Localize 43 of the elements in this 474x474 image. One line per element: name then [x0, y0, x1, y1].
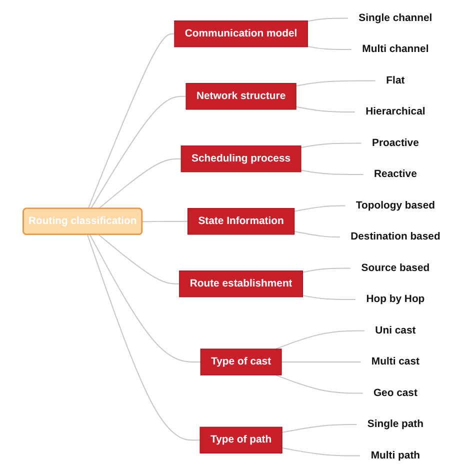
connector — [294, 205, 346, 212]
node-box: Type of cast — [200, 348, 282, 376]
connector — [275, 374, 364, 394]
node-text: Destination based — [350, 231, 440, 242]
connector — [300, 142, 362, 148]
node-text: Flat — [386, 74, 405, 86]
connector — [294, 230, 341, 238]
node-box: State Information — [187, 208, 295, 235]
connector — [296, 80, 376, 86]
node-text: Reactive — [374, 168, 417, 180]
connector — [98, 234, 180, 284]
node-text: Multi channel — [362, 44, 429, 55]
connector — [302, 268, 352, 273]
node-box: Network structure — [186, 83, 296, 110]
connector — [142, 220, 188, 222]
connector — [98, 158, 182, 210]
connector — [86, 234, 201, 441]
connector — [296, 106, 356, 112]
node-text: Single channel — [358, 12, 432, 24]
node-text: Topology based — [356, 200, 435, 211]
node-box: Route establishment — [179, 270, 304, 298]
connector — [300, 170, 364, 175]
connector — [90, 96, 187, 210]
node-text: Geo cast — [373, 387, 418, 398]
connector — [282, 447, 361, 456]
node-text: Uni cast — [375, 324, 416, 336]
connector — [307, 46, 352, 50]
node-box: Communication model — [174, 20, 308, 48]
node-text: Multi path — [370, 450, 420, 461]
connector — [88, 33, 175, 210]
connector — [307, 18, 349, 22]
node-text: Single path — [367, 418, 424, 430]
node-box: Scheduling process — [180, 146, 302, 172]
node-text: Proactive — [372, 137, 419, 148]
connector — [89, 234, 202, 362]
connector — [302, 295, 356, 300]
node-text: Multi cast — [371, 356, 420, 368]
connector — [282, 424, 358, 433]
node-text: Hierarchical — [366, 106, 426, 118]
node-text: Hop by Hop — [366, 294, 425, 305]
node-text: Source based — [361, 262, 430, 274]
node-box: Type of path — [200, 426, 282, 454]
connector — [275, 330, 366, 350]
